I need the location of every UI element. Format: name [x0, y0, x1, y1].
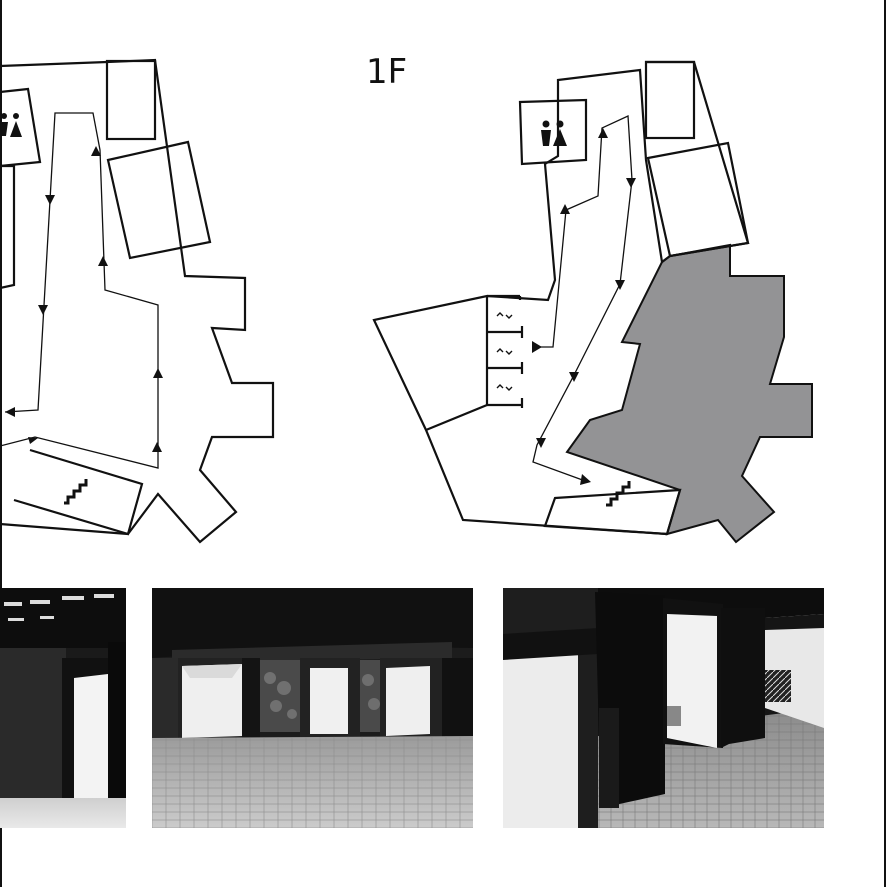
gallery-photo-right	[503, 588, 824, 828]
left-edge-wall	[0, 164, 16, 290]
stairs-icon	[606, 481, 631, 507]
floor-plan-left	[0, 58, 275, 544]
page-edge-rule-right	[884, 0, 886, 887]
route-line-left	[0, 112, 159, 469]
floor-outline-left	[0, 58, 275, 544]
locker-icon	[496, 312, 513, 391]
route-arrow-6	[152, 442, 162, 452]
route-arrow-r7	[536, 438, 546, 448]
restroom-block-left	[0, 87, 42, 168]
restroom-icon	[541, 120, 567, 146]
route-arrow-r5	[615, 280, 625, 290]
route-arrow-r3	[598, 128, 608, 138]
route-arrow-8	[5, 407, 15, 417]
route-arrow-3	[91, 146, 101, 156]
route-arrow-5	[153, 368, 163, 378]
highlighted-gallery-area	[565, 243, 813, 544]
locker-cells	[487, 294, 524, 408]
route-arrow-4	[98, 256, 108, 266]
route-arrow-r8	[580, 474, 591, 485]
route-arrow-r6	[569, 372, 579, 382]
route-line-right	[532, 115, 633, 483]
room-mid-left	[106, 140, 212, 260]
route-arrow-r1	[532, 341, 542, 353]
route-arrow-r4	[626, 178, 636, 188]
restroom-block-right	[518, 98, 588, 166]
floor-plan-right	[372, 60, 813, 544]
route-arrow-2	[38, 305, 48, 315]
gallery-photo-left	[0, 588, 126, 828]
gallery-photo-center	[152, 588, 473, 828]
route-arrow-1	[45, 195, 55, 205]
room-top-right	[644, 60, 696, 140]
route-arrow-7	[28, 437, 38, 444]
stair-block-left	[13, 448, 144, 536]
restroom-icon	[0, 113, 22, 137]
floor-label: 1F	[366, 52, 408, 92]
room-mid-right	[646, 141, 750, 258]
room-top-left	[105, 59, 157, 141]
stair-block-right	[543, 488, 682, 536]
locker-block	[425, 296, 489, 432]
page-edge-rule-left	[0, 0, 2, 887]
route-arrow-r2	[560, 204, 570, 214]
stairs-icon	[64, 479, 88, 505]
